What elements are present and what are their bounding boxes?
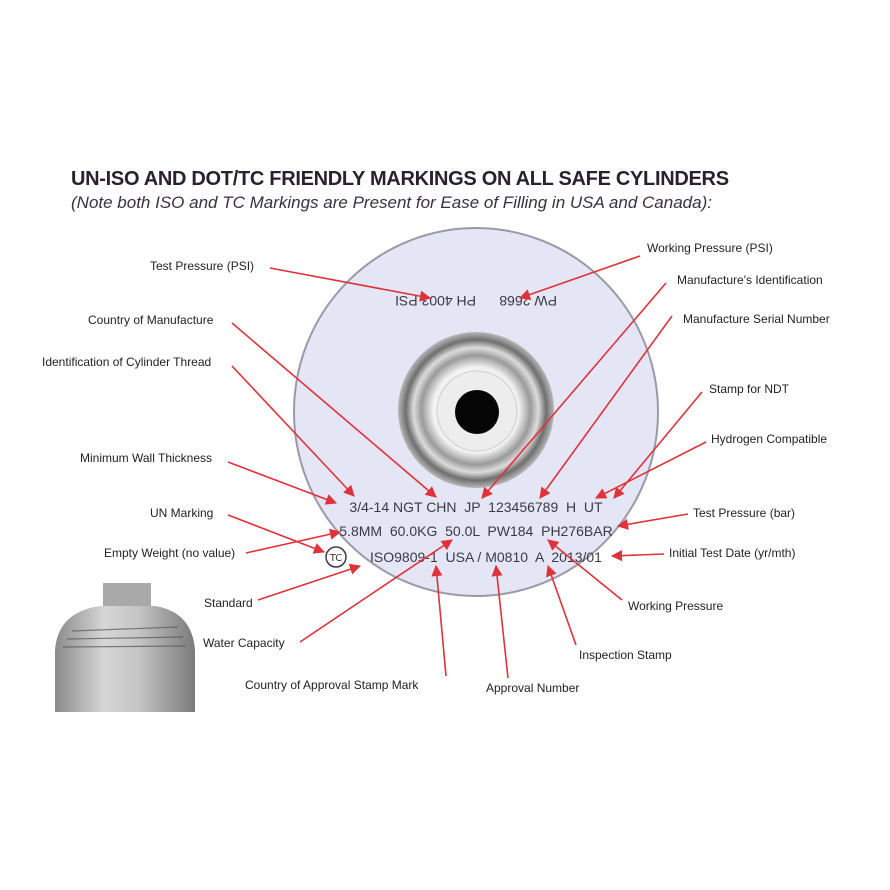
- label-un-marking: UN Marking: [150, 506, 213, 520]
- disc-marking-line3: ISO9809-1 USA / M0810 A 2013/01: [370, 549, 602, 565]
- valve-hole: [455, 390, 499, 434]
- label-working-pressure: Working Pressure: [628, 599, 723, 613]
- labels-left: Test Pressure (PSI) Country of Manufactu…: [42, 259, 419, 692]
- label-min-wall-thickness: Minimum Wall Thickness: [80, 451, 212, 465]
- arrow-water-capacity: [299, 539, 453, 643]
- disc-top-marking: PW 2668 PH 4003 PSI: [395, 293, 557, 309]
- label-cylinder-thread: Identification of Cylinder Thread: [42, 355, 211, 369]
- tc-mark-icon: TC: [325, 546, 347, 568]
- page-subtitle: (Note both ISO and TC Markings are Prese…: [71, 193, 712, 212]
- arrow-test-pressure-bar: [616, 513, 689, 530]
- cylinder-bottle-image: [55, 583, 195, 712]
- disc-marking-line2: 5.8MM 60.0KG 50.0L PW184 PH276BAR: [339, 523, 612, 539]
- label-standard: Standard: [204, 596, 253, 610]
- cylinder-top-disc: PW 2668 PH 4003 PSI 3/4-14 NGT CHN JP 12…: [293, 227, 659, 597]
- label-inspection-stamp: Inspection Stamp: [579, 648, 672, 662]
- disc-marking-line1: 3/4-14 NGT CHN JP 123456789 H UT: [349, 499, 603, 515]
- label-hydrogen-compatible: Hydrogen Compatible: [711, 432, 827, 446]
- arrow-min-wall-thickness: [227, 461, 338, 505]
- arrow-ndt-stamp: [613, 391, 703, 499]
- label-working-pressure-psi: Working Pressure (PSI): [647, 241, 773, 255]
- arrow-standard: [257, 563, 362, 601]
- svg-text:TC: TC: [329, 553, 343, 564]
- arrow-hydrogen-compatible: [595, 441, 707, 499]
- label-initial-test-date: Initial Test Date (yr/mth): [669, 546, 795, 560]
- page-title: UN-ISO AND DOT/TC FRIENDLY MARKINGS ON A…: [71, 168, 729, 190]
- label-empty-weight: Empty Weight (no value): [104, 546, 235, 560]
- arrow-manufacturer-id: [481, 282, 667, 499]
- arrow-country-of-manufacture: [231, 322, 437, 498]
- arrow-initial-test-date: [610, 550, 665, 562]
- arrow-approval-number: [491, 564, 509, 679]
- label-test-pressure-psi: Test Pressure (PSI): [150, 259, 254, 273]
- arrow-serial-number: [539, 315, 673, 499]
- label-approval-number: Approval Number: [486, 681, 579, 695]
- arrow-inspection-stamp: [546, 564, 577, 646]
- label-manufacturer-id: Manufacture's Identification: [677, 273, 823, 287]
- arrow-working-pressure: [547, 539, 623, 601]
- callout-arrows: [227, 255, 707, 679]
- label-country-of-manufacture: Country of Manufacture: [88, 313, 214, 327]
- label-ndt-stamp: Stamp for NDT: [709, 382, 790, 396]
- arrow-cylinder-thread: [231, 365, 355, 497]
- label-water-capacity: Water Capacity: [203, 636, 285, 650]
- label-test-pressure-bar: Test Pressure (bar): [693, 506, 795, 520]
- label-country-of-approval: Country of Approval Stamp Mark: [245, 678, 419, 692]
- arrow-country-of-approval: [431, 564, 447, 677]
- arrow-empty-weight: [245, 528, 342, 554]
- arrow-un-marking: [227, 514, 326, 554]
- arrow-test-pressure-psi: [269, 267, 432, 302]
- label-serial-number: Manufacture Serial Number: [683, 312, 830, 326]
- arrow-working-pressure-psi: [518, 255, 641, 300]
- labels-right: Working Pressure (PSI) Manufacture's Ide…: [486, 241, 830, 695]
